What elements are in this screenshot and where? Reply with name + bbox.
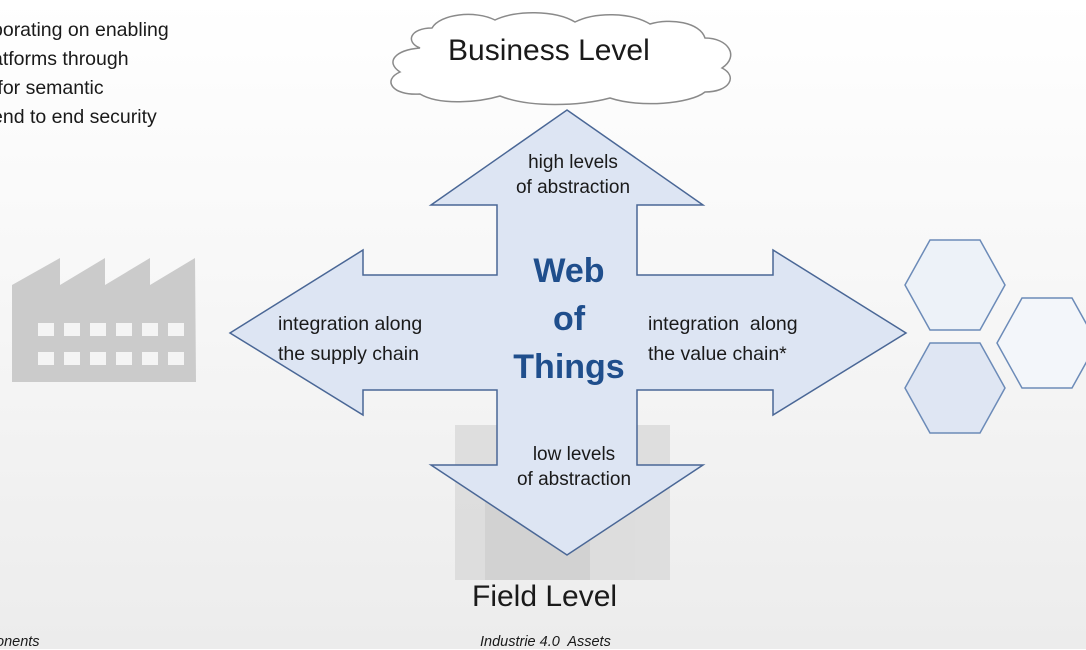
wot-line-1: Web [533,252,605,290]
right-arrow-label: integration along the value chain* [648,309,798,369]
business-cloud [390,12,732,106]
intro-line-4: end to end security [0,106,157,128]
up-arrow-line-2: of abstraction [515,177,631,198]
four-way-arrow [228,109,908,556]
left-caption: onents [0,634,40,650]
hexagon-cluster [904,239,1086,434]
up-arrow-label: high levels of abstraction [497,150,649,200]
down-arrow-label: low levels of abstraction [494,442,654,492]
field-level-label: Field Level [472,580,618,613]
wot-line-2: of [552,300,586,338]
web-of-things-title: Web of Things [497,247,641,391]
down-arrow-line-1: low levels [532,444,616,465]
intro-line-3: for semantic [0,77,104,99]
right-arrow-line-1: integration along [648,313,798,335]
right-caption: Industrie 4.0 Assets [480,634,611,650]
left-arrow-line-1: integration along [278,313,423,335]
up-arrow-line-1: high levels [528,152,618,173]
down-arrow-line-2: of abstraction [516,469,632,490]
business-level-label: Business Level [448,34,650,67]
left-arrow-label: integration along the supply chain [278,309,422,369]
intro-line-2: atforms through [0,48,129,70]
wot-line-3: Things [513,348,625,386]
intro-text: borating on enabling atforms through for… [0,16,282,132]
left-arrow-line-2: the supply chain [278,343,419,365]
factory-icon-left [12,258,196,382]
right-arrow-line-2: the value chain* [648,343,787,365]
intro-line-1: borating on enabling [0,19,169,41]
